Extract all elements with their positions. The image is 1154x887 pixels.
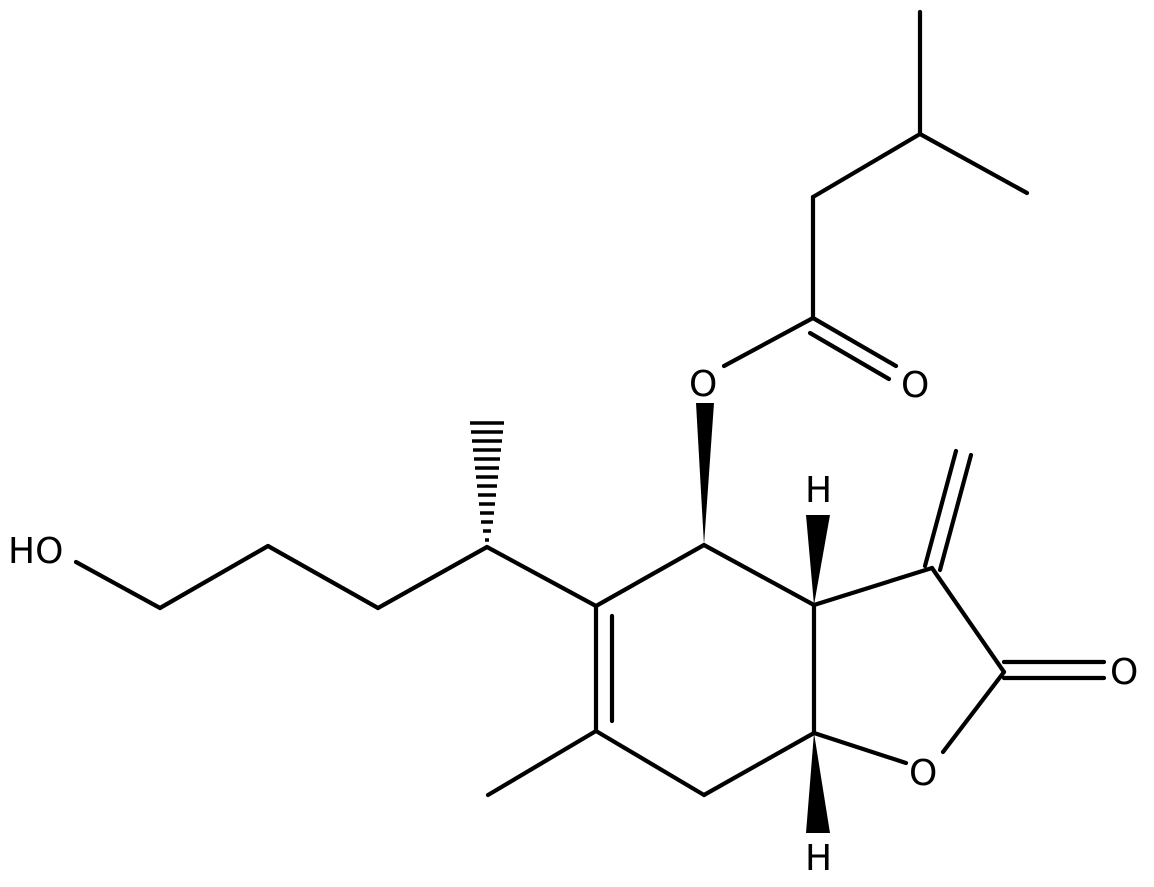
- carbonyl-oxygen-label: O: [901, 365, 929, 406]
- hydroxyl-label: HO: [8, 531, 63, 572]
- bond-c7-c7a: [701, 730, 817, 798]
- wedge-bond-c3a-h: [806, 515, 830, 605]
- bond-c2-ring-o: [940, 669, 1007, 755]
- bond-ring-o-c7a: [811, 730, 909, 766]
- bond-ch-ch2: [810, 131, 923, 200]
- bond-c6-c7: [593, 728, 707, 798]
- hydrogen-bottom-label: H: [805, 838, 832, 879]
- bond-carbonyl-ester-o: [721, 315, 816, 369]
- bond-c3a-c3: [811, 565, 935, 608]
- bond-c6-methyl: [485, 728, 599, 798]
- wedge-bond-c7a-h: [806, 733, 830, 833]
- bond-methylene-a: [922, 448, 959, 569]
- lactone-carbonyl-oxygen-label: O: [1110, 652, 1138, 693]
- bond-ester-co-double-b: [807, 330, 892, 382]
- bond-ch2c-oh: [73, 559, 163, 611]
- bond-ch2b-ch2c: [157, 543, 271, 611]
- bond-c3-c2: [929, 565, 1007, 675]
- ester-oxygen-label: O: [689, 364, 717, 405]
- bond-methylene-b: [937, 452, 974, 573]
- bond-ch2a-ch2b: [265, 543, 381, 611]
- hydrogen-top-label: H: [805, 470, 832, 511]
- hashed-bond-chiral-methyl: [470, 421, 504, 542]
- bond-ch-ch3-right: [917, 131, 1030, 196]
- ring-oxygen-label: O: [909, 753, 937, 794]
- bond-c4-c5: [593, 542, 707, 609]
- bond-c4-c3a: [701, 542, 817, 608]
- bond-c5-chiral-c: [484, 544, 599, 609]
- bond-ester-co-double-a: [810, 315, 899, 369]
- bond-chiral-ch2a: [375, 544, 490, 611]
- wedge-bond-c4-o: [696, 403, 714, 545]
